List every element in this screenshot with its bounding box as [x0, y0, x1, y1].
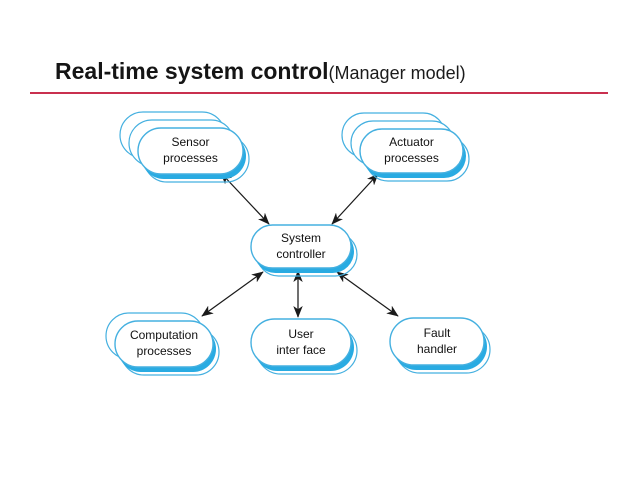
label-actuator-processes: Actuator processes: [384, 135, 439, 165]
edge-controller-computation: [201, 271, 264, 317]
sensor-front: [137, 127, 244, 175]
user-interface-front: [250, 318, 352, 367]
title-main: Real-time system control: [55, 58, 329, 84]
label-sensor-processes: Sensor processes: [163, 135, 218, 165]
edge-controller-fault-handler: [336, 271, 399, 317]
label-system-controller: System controller: [276, 230, 326, 261]
label-user-interface: User inter face: [276, 326, 326, 357]
edge-controller-actuator: [331, 173, 379, 225]
label-computation-processes: Computation processes: [129, 328, 199, 358]
page-title: Real-time system control(Manager model): [55, 58, 466, 85]
node-computation-processes: [105, 312, 220, 376]
node-fault-handler: [389, 317, 491, 374]
title-underline: [30, 92, 608, 94]
label-fault-handler: Fault handler: [416, 325, 458, 356]
fault-handler-front: [389, 317, 485, 366]
node-actuator-processes: [341, 112, 470, 182]
controller-front: [250, 224, 352, 269]
edge-controller-sensor: [220, 172, 270, 225]
computation-front: [114, 320, 214, 368]
node-system-controller: [250, 224, 358, 277]
actuator-front: [359, 128, 464, 174]
node-sensor-processes: [119, 111, 250, 183]
title-sub: (Manager model): [328, 63, 466, 83]
node-user-interface: [250, 318, 358, 375]
